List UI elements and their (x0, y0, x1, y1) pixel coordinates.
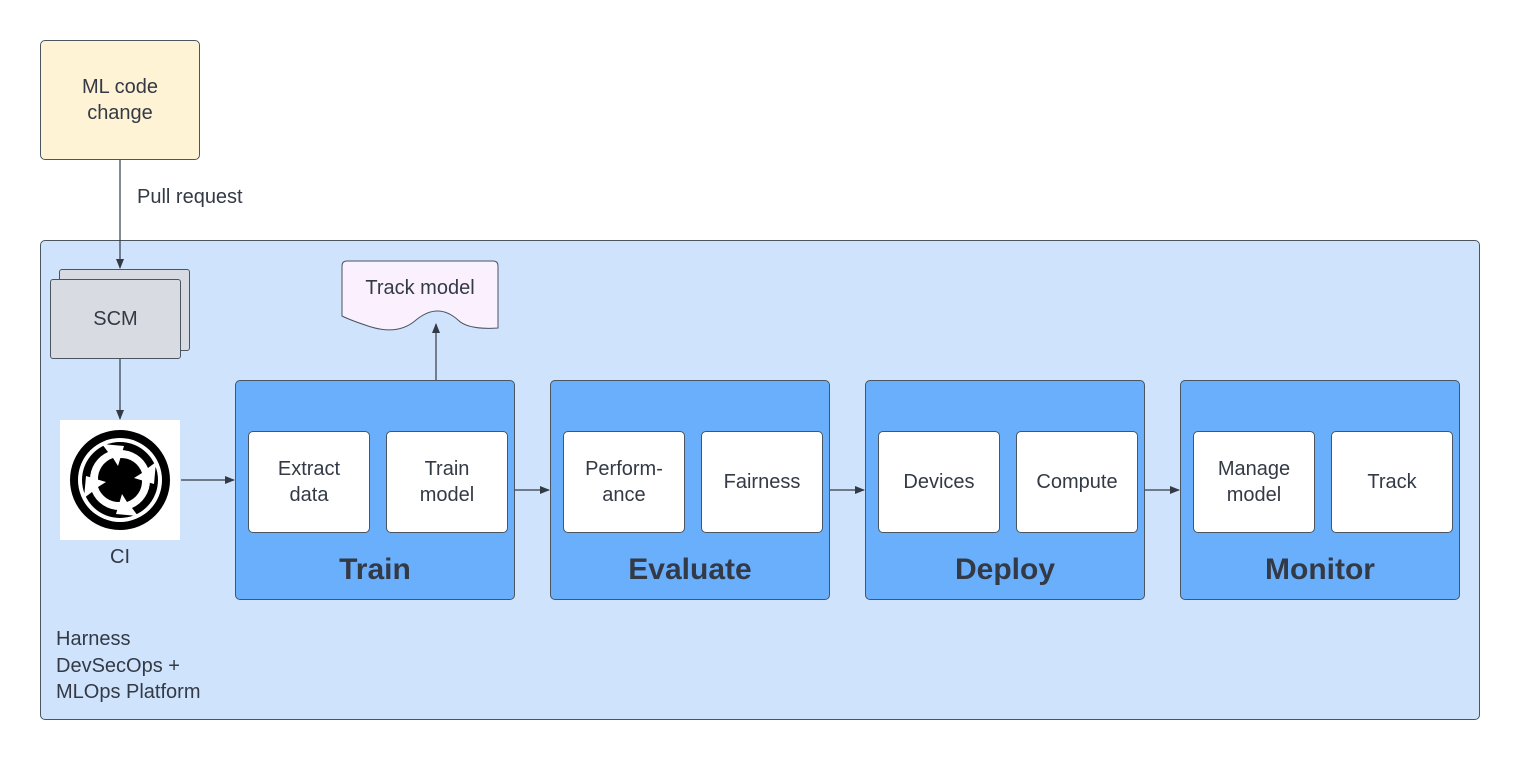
step-manage-model[interactable]: Manage model (1193, 431, 1315, 533)
ci-node[interactable] (60, 420, 180, 540)
step-train-model[interactable]: Train model (386, 431, 508, 533)
stage-deploy[interactable]: Devices Compute Deploy (865, 380, 1145, 600)
step-compute[interactable]: Compute (1016, 431, 1138, 533)
step-performance[interactable]: Perform- ance (563, 431, 685, 533)
stage-train[interactable]: Extract data Train model Train (235, 380, 515, 600)
stage-title-monitor: Monitor (1265, 553, 1375, 586)
step-devices[interactable]: Devices (878, 431, 1000, 533)
stage-title-deploy: Deploy (954, 553, 1056, 586)
step-extract-data[interactable]: Extract data (248, 431, 370, 533)
step-track[interactable]: Track (1331, 431, 1453, 533)
step-fairness[interactable]: Fairness (701, 431, 823, 533)
pull-request-label: Pull request (137, 186, 243, 208)
platform-label: Harness DevSecOps + MLOps Platform (56, 628, 201, 703)
track-model-doc[interactable]: Track model (365, 276, 475, 299)
stage-monitor[interactable]: Manage model Track Monitor (1180, 380, 1460, 600)
ci-cycle-icon (70, 430, 170, 530)
track-model-doc-shape (341, 260, 499, 331)
stage-title-train: Train (339, 553, 411, 586)
stage-title-evaluate: Evaluate (628, 553, 752, 586)
ci-label: CI (110, 546, 130, 568)
scm-node[interactable]: SCM (50, 279, 181, 359)
stage-evaluate[interactable]: Perform- ance Fairness Evaluate (550, 380, 830, 600)
ml-code-change-node[interactable]: ML code change (40, 40, 200, 160)
